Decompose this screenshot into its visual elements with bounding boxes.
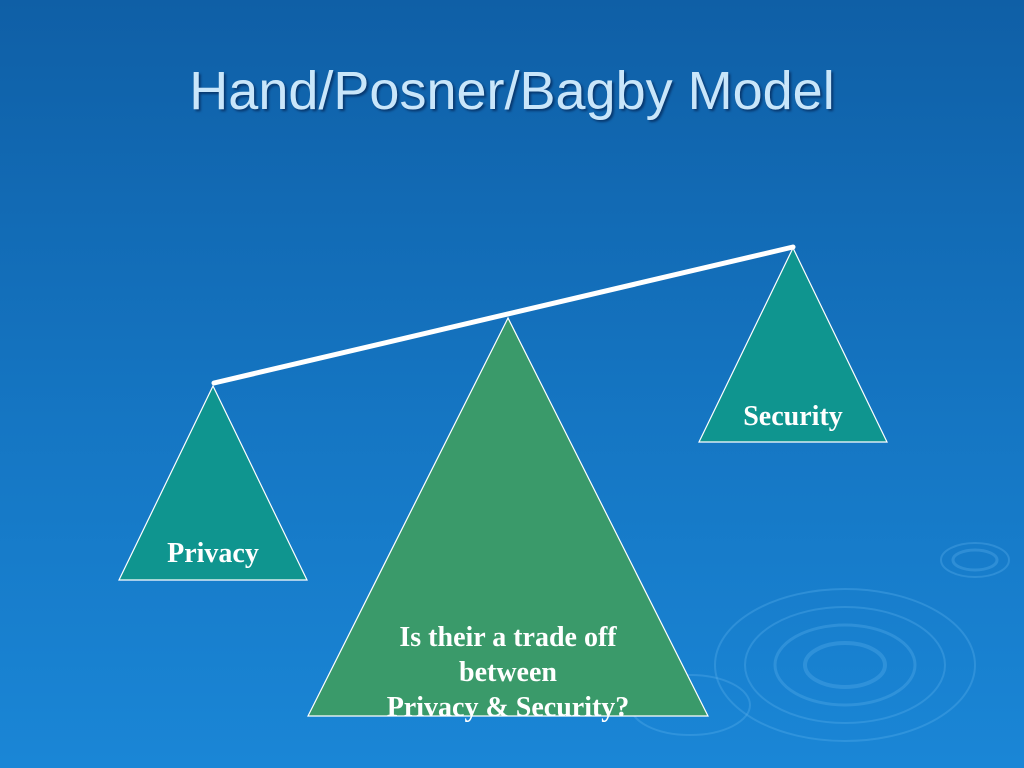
ripple-ring: [803, 641, 887, 689]
security-triangle: [698, 246, 888, 443]
ripple-ring: [940, 542, 1010, 578]
fulcrum-question-line: Is their a trade off: [399, 622, 617, 653]
slide-title: Hand/Posner/Bagby Model: [189, 61, 835, 121]
fulcrum-triangle: [307, 316, 709, 717]
fulcrum-question-line: between: [459, 657, 557, 688]
fulcrum-question: Is their a trade off between Privacy & S…: [338, 620, 678, 725]
balance-beam: [211, 244, 796, 386]
ripple-ring: [773, 623, 917, 707]
security-label: Security: [743, 401, 843, 432]
privacy-label: Privacy: [167, 538, 259, 569]
ripple-ring: [744, 606, 946, 724]
fulcrum-question-line: Privacy & Security?: [386, 692, 630, 723]
ripple-ring: [714, 588, 976, 742]
privacy-triangle: [118, 384, 308, 581]
ripple-ring: [951, 548, 999, 572]
